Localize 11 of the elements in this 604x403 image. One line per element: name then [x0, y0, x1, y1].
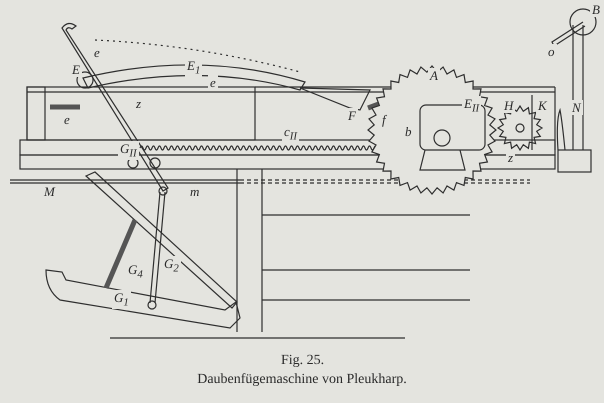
figure-caption: Daubenfügemaschine von Pleukharp.: [197, 372, 407, 388]
part-label: b: [403, 124, 414, 139]
part-label: A: [428, 68, 440, 83]
part-label: G$_{II}$: [118, 141, 139, 160]
part-label: N: [570, 100, 583, 115]
figure-number: Fig. 25.: [279, 353, 326, 369]
part-label: e: [208, 75, 218, 90]
part-label: o: [546, 44, 556, 59]
part-label: F: [346, 108, 358, 123]
part-label: G$_{1}$: [112, 290, 131, 310]
part-label: f: [380, 112, 388, 127]
